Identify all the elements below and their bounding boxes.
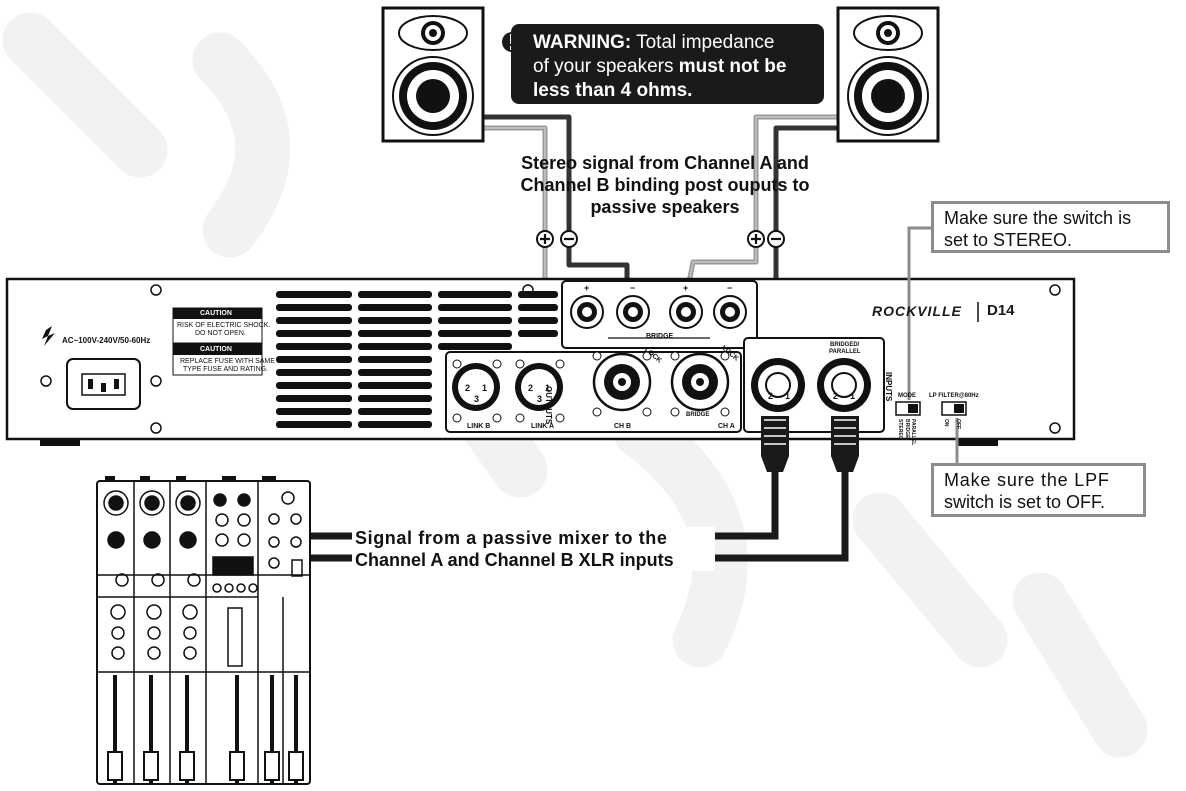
binding-posts xyxy=(570,295,747,339)
post-plus-b: + xyxy=(584,283,590,293)
mode-option-parallel: PARALLEL xyxy=(910,419,916,446)
stereo-caption-line-2: Channel B binding post ouputs to xyxy=(520,175,810,195)
warning-callout: WARNING: Total impedance of your speaker… xyxy=(511,24,824,104)
warning-line2-emphasis: must not be xyxy=(678,56,787,77)
warning-line-3: less than 4 ohms. xyxy=(533,79,692,103)
lpf-note-line-1: Make sure the LPF xyxy=(944,470,1110,490)
mixer-caption-line-2: Channel A and Channel B XLR inputs xyxy=(355,550,674,570)
warning-line-1: WARNING: Total impedance xyxy=(533,31,774,55)
combo-input-jacks xyxy=(751,358,871,412)
passive-mixer xyxy=(96,476,311,785)
xlr-pin-2-input-a: 2 xyxy=(833,391,839,401)
xlr-pin-3-link-b: 3 xyxy=(474,394,480,404)
lp-filter-label: LP FILTER@80Hz xyxy=(929,393,979,399)
right-speaker xyxy=(836,6,940,143)
post-plus-a: + xyxy=(683,283,689,293)
bridge-small-label: BRIDGE xyxy=(686,412,710,418)
xlr-pin-2-link-b: 2 xyxy=(465,383,471,393)
post-minus-b: − xyxy=(630,283,636,293)
warning-line-2: of your speakers must not be xyxy=(533,55,786,79)
lpf-note-line-2: switch is set to OFF. xyxy=(944,492,1106,512)
xlr-cables xyxy=(300,416,859,562)
speakon-jacks xyxy=(592,351,730,417)
stereo-caption-line-1: Stereo signal from Channel A and xyxy=(521,153,809,173)
caution-2-title: CAUTION xyxy=(200,346,232,353)
mode-switch-note: Make sure the switch is set to STEREO. xyxy=(931,201,1170,253)
xlr-pin-2-link-a: 2 xyxy=(528,383,534,393)
ch-b-label: CH B xyxy=(614,423,632,430)
mode-option-stereo: STEREO xyxy=(897,419,903,440)
warning-line3-text: less than 4 ohms. xyxy=(533,80,693,101)
mode-label: MODE xyxy=(898,393,916,399)
caution-1-title: CAUTION xyxy=(200,310,232,317)
mixer-caption-line-1: Signal from a passive mixer to the xyxy=(355,528,668,548)
inputs-label: INPUTS xyxy=(884,372,893,402)
xlr-pin-3-link-a: 3 xyxy=(537,394,543,404)
left-speaker xyxy=(381,6,485,143)
lpf-switch-note: Make sure the LPF switch is set to OFF. xyxy=(931,463,1146,517)
cable-polarity-markers xyxy=(536,230,785,248)
stereo-caption-line-3: passive speakers xyxy=(590,197,740,217)
warning-lead: WARNING: xyxy=(533,32,632,53)
xlr-pin-1-link-a: 1 xyxy=(545,383,551,393)
xlr-pin-1-link-b: 1 xyxy=(482,383,488,393)
brand-logo: ROCKVILLE xyxy=(872,303,962,319)
stereo-signal-caption: Stereo signal from Channel A and Channel… xyxy=(490,152,840,218)
lp-option-on: ON xyxy=(943,419,949,427)
link-a-label: LINK A xyxy=(531,423,555,430)
post-minus-a: − xyxy=(727,283,733,293)
xlr-pin-1-input-a: 1 xyxy=(850,391,856,401)
caution-1-line-2: DO NOT OPEN. xyxy=(195,330,246,337)
xlr-link-jacks xyxy=(452,359,565,423)
mode-note-line-1: Make sure the switch is xyxy=(944,208,1132,228)
model-label: D14 xyxy=(987,302,1015,319)
power-rating: AC~100V-240V/50-60Hz xyxy=(62,336,151,345)
xlr-pin-2-input-b: 2 xyxy=(768,391,774,401)
caution-2-line-1: REPLACE FUSE WITH SAME xyxy=(180,358,275,365)
caution-1-line-1: RISK OF ELECTRIC SHOCK. xyxy=(177,322,271,329)
xlr-pin-1-input-b: 1 xyxy=(785,391,791,401)
warning-line1-text: Total impedance xyxy=(631,32,775,53)
lp-option-off: OFF xyxy=(955,419,961,429)
mode-note-line-2: set to STEREO. xyxy=(944,230,1073,250)
link-b-label: LINK B xyxy=(467,423,491,430)
bridge-label: BRIDGE xyxy=(646,333,674,340)
ch-a-label: CH A xyxy=(718,423,735,430)
mixer-signal-caption: Signal from a passive mixer to the Chann… xyxy=(355,527,715,571)
bridged-parallel-line-1: BRIDGED/ xyxy=(830,342,860,348)
warning-line2-text: of your speakers xyxy=(533,56,679,77)
amplifier-rear-panel xyxy=(5,277,1076,446)
caution-2-line-2: TYPE FUSE AND RATING. xyxy=(183,366,269,373)
bridged-parallel-line-2: PARALLEL xyxy=(829,349,861,355)
